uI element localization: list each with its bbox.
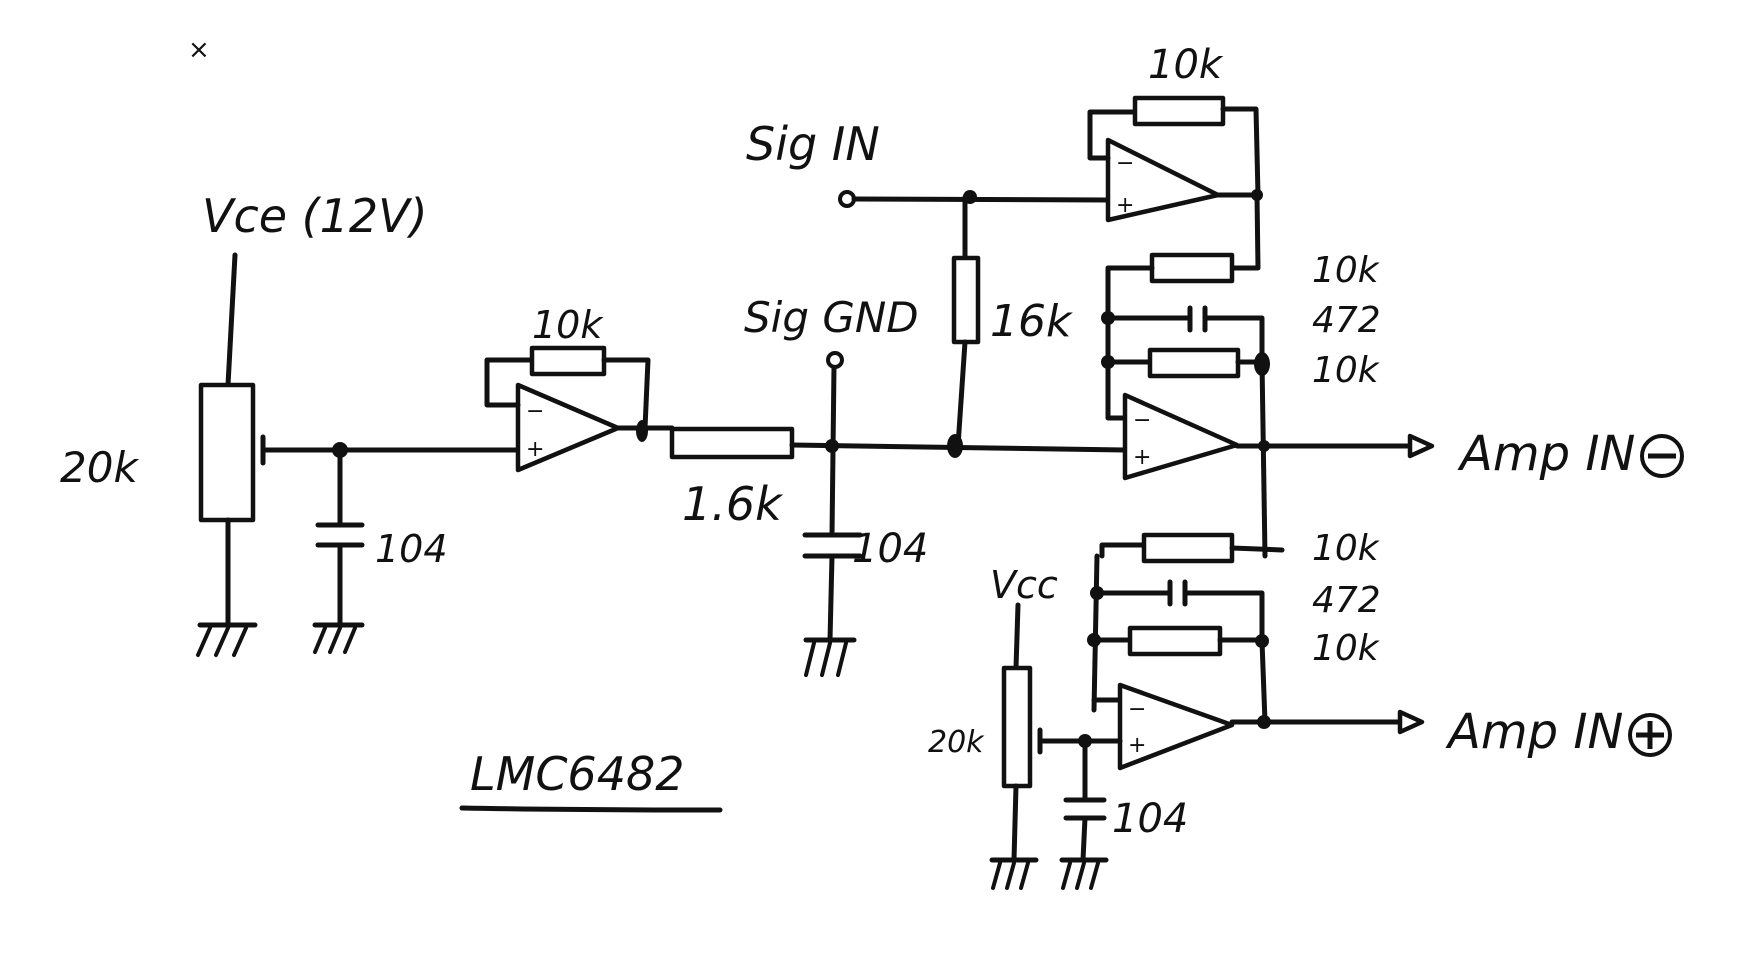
ground-symbol [1059,857,1109,890]
small-pot-group [989,602,1123,890]
neg-opamp-triangle [1122,392,1240,481]
stray-mark: × [188,35,210,65]
pos-stage-group: − + [1087,532,1425,771]
vcc-potentiometer-group [196,252,433,657]
bias-bottom-wire [955,339,968,449]
sig-in-group [838,190,1111,458]
pos-minus-rail [1091,553,1100,713]
neg-in-left-wire [1105,265,1155,365]
potentiometer-20k-body [198,382,256,523]
plus-sign: + [1116,193,1134,218]
junction-dot [1257,715,1271,729]
res-series-label: 1.6k [682,477,784,531]
cap3-bottom-wire [1080,815,1088,863]
plus-sign: + [526,437,544,462]
resistor-10k-pos-fb [1127,625,1223,657]
minus-sign: − [1133,408,1151,433]
amp-in-neg-arrow [1407,433,1435,459]
junction-dot [947,434,963,458]
ground-symbol [803,637,857,677]
pot-small-ground-wire [1011,783,1019,863]
resistor-10k-neg-in [1149,252,1235,284]
vcc-small-wire [1013,602,1021,671]
neg-fb-res-label: 10k [1312,350,1381,391]
resistor-10k-buffer-fb [529,345,607,377]
cap-filter1-label: 104 [375,527,448,571]
minus-sign: − [1128,697,1146,722]
minus-sign: − [526,399,544,424]
neg-output-vertical [1259,359,1268,559]
resistor-10k-neg-fb [1147,347,1241,379]
vcc-main-label: Vce (12V) [202,189,428,243]
sig-gnd-wire [829,363,837,538]
buf-feedback-label: 10k [532,303,604,347]
sig-gnd-label: Sig GND [744,293,919,342]
neg-in-res-label: 10k [1312,250,1381,291]
chip-label: LMC6482 [470,747,685,801]
top-feedback-label: 10k [1148,42,1224,88]
pos-fb-vertical [1259,638,1268,725]
amp-in-neg-label: Amp IN [1457,426,1635,482]
top-opamp-group: − + [1087,95,1263,271]
pos-cap-label: 472 [1312,580,1381,621]
pos-fb-res-label: 10k [1312,628,1381,669]
top-opamp-triangle [1105,137,1221,223]
potentiometer-20k-small [1001,665,1033,789]
junction-dot [636,420,648,442]
pos-opamp-triangle [1117,682,1235,771]
neg-stage-group: − + [1101,252,1435,559]
ground-symbol [312,622,365,654]
neg-cap-label: 472 [1312,300,1381,341]
sig-in-wire [851,196,1111,203]
junction-dot [1258,440,1270,452]
ground-symbol [989,857,1039,890]
sig-in-label: Sig IN [746,117,880,171]
amp-in-pos-arrow [1397,709,1425,735]
pos-cap-right-wire [1182,590,1265,643]
sig-gnd-terminal [826,351,844,369]
pos-in-res-label: 10k [1312,528,1381,569]
minus-sign: − [1116,151,1134,176]
resistor-10k-top-fb [1132,95,1226,127]
cap-filter2-label: 104 [852,526,928,572]
ground-symbol [196,622,258,657]
pot-small-label: 20k [928,725,985,760]
vcc-small-label: Vcc [990,563,1058,607]
buffer-fb-right-wire [601,357,651,431]
cap2-bottom-wire [827,553,835,643]
pos-in-left-wire [1099,542,1147,559]
series-resistor-group [669,351,1128,677]
pot-main-label: 20k [60,443,139,492]
res-bias-label: 16k [990,296,1073,347]
plus-sign: + [1128,733,1146,758]
plus-circle-icon [1628,713,1672,757]
amp-in-pos-label: Amp IN [1445,704,1623,760]
neg-cap-right-wire [1202,315,1265,365]
minus-circle-icon [1640,434,1684,478]
buffer-fb-left-wire [484,357,535,408]
filter-cap1-group [312,442,365,654]
top-to-neg-wire [1229,192,1261,271]
buffer-opamp-triangle [515,382,621,473]
pos-in-right-wire [1229,545,1285,553]
resistor-16k [951,255,981,345]
cap-filter3-label: 104 [1112,796,1188,842]
chip-underline [459,805,723,813]
plus-sign: + [1133,445,1151,470]
resistor-1.6k [669,426,795,460]
top-fb-left-wire [1087,109,1138,161]
buffer-opamp-group: − + [427,345,675,473]
resistor-10k-pos-in [1141,532,1235,564]
top-fb-right-wire [1220,106,1261,198]
vcc-wire [225,252,238,388]
neg-minus-wire [1105,359,1128,421]
